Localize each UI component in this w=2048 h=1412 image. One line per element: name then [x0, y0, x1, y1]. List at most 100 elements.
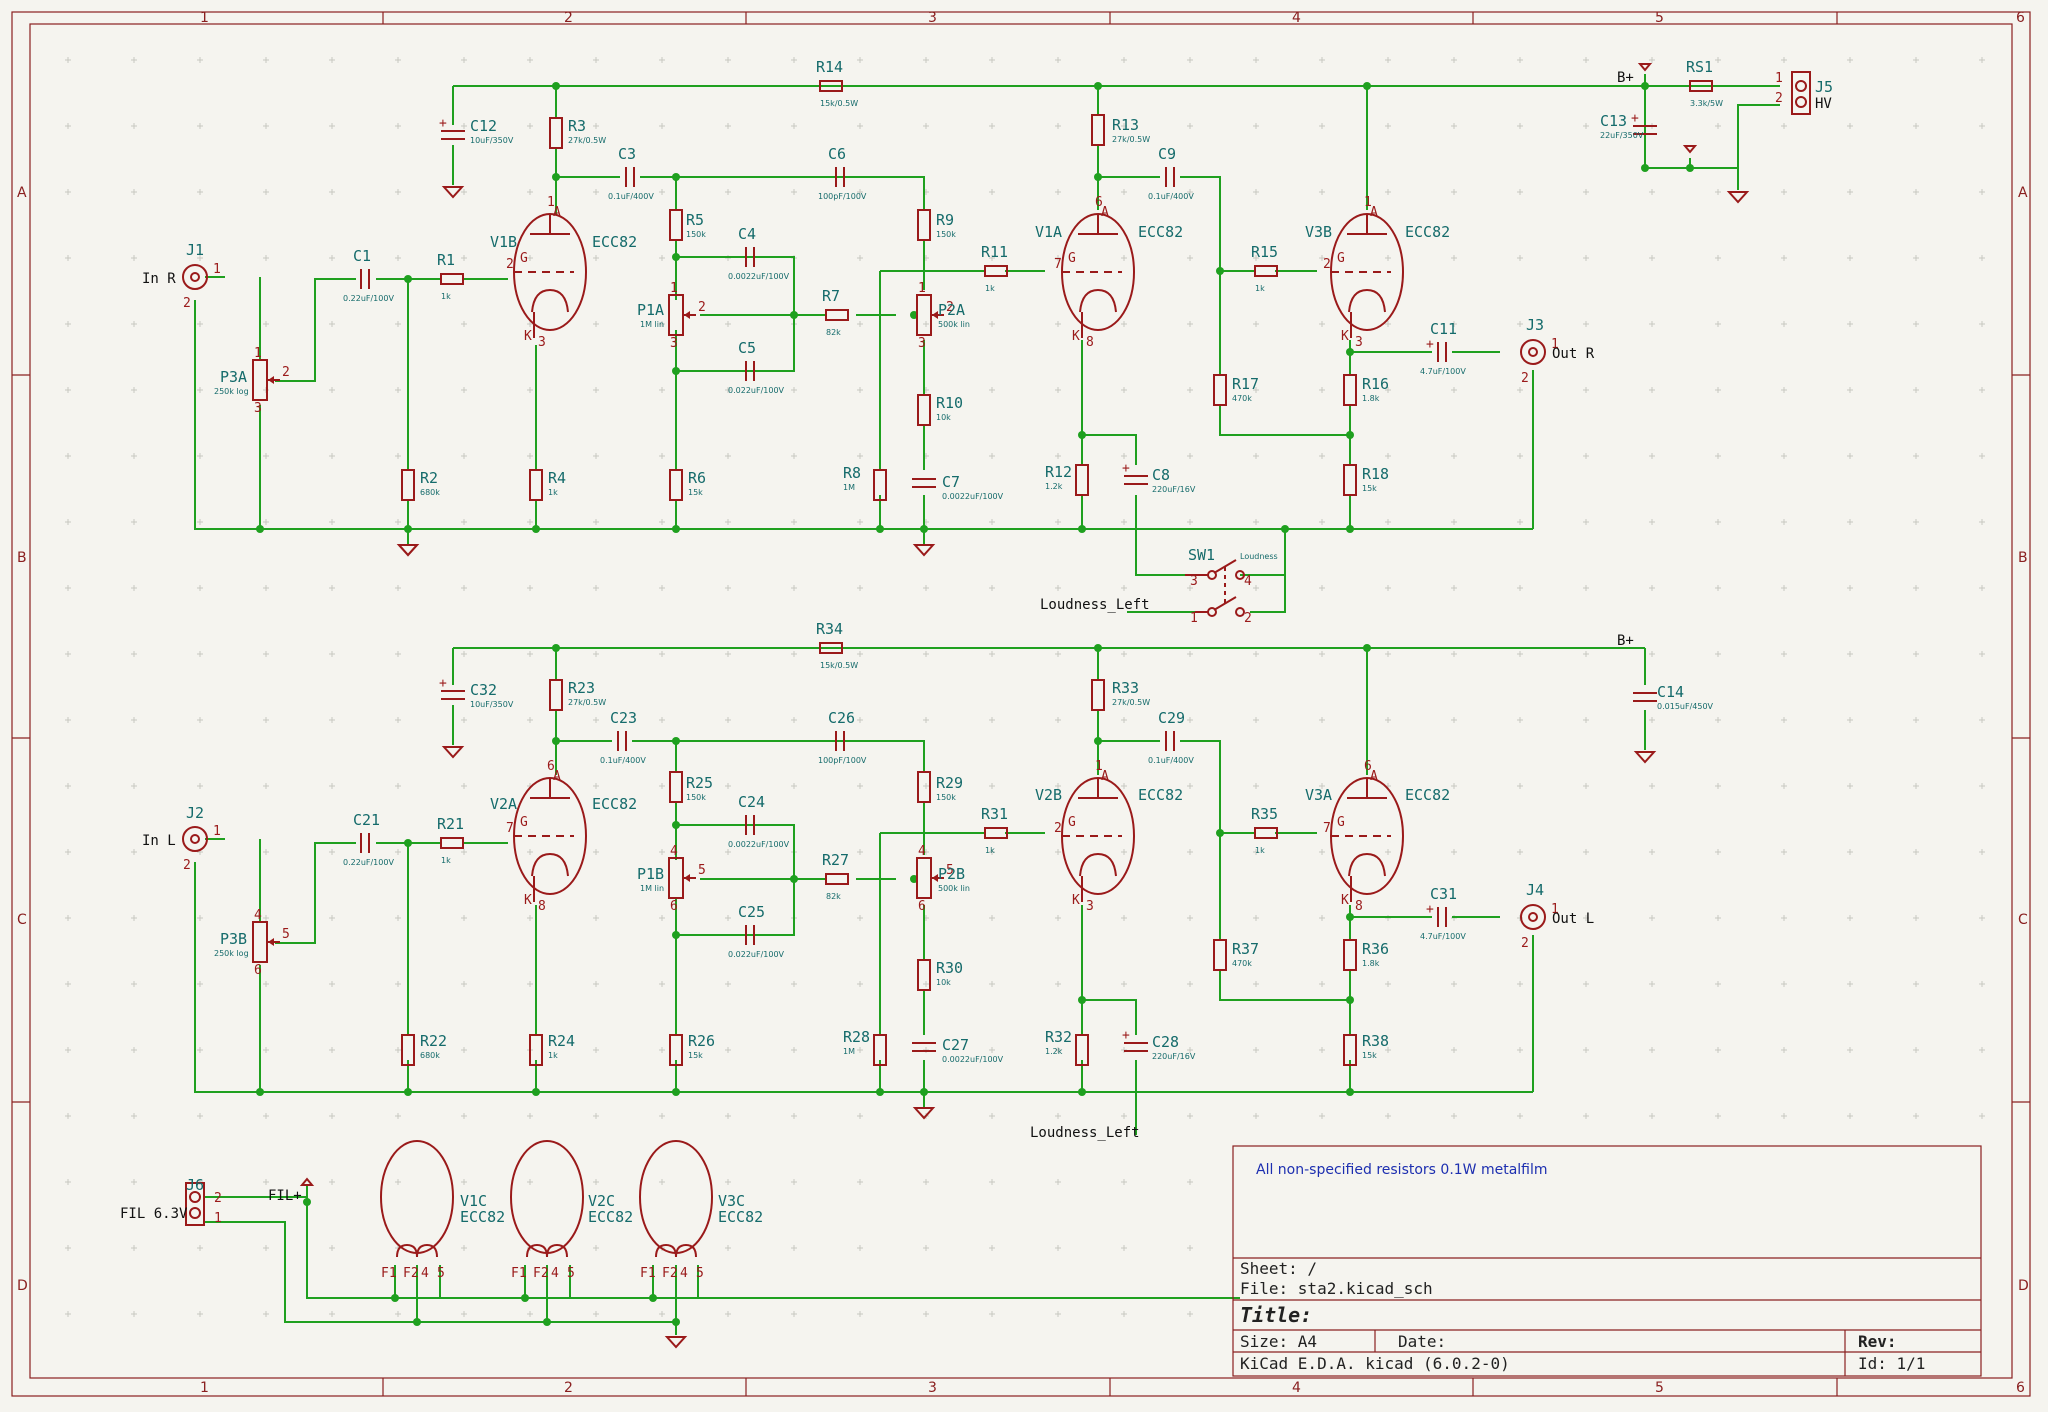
ref-r3: R3 — [568, 117, 586, 135]
value-r9: 150k — [936, 230, 956, 239]
power-flag — [299, 1177, 315, 1186]
ref-r38: R38 — [1362, 1032, 1389, 1050]
col-label-4b: 4 — [1292, 1380, 1301, 1396]
row-label-b2: B — [2018, 550, 2028, 566]
value-v2c: ECC82 — [588, 1208, 633, 1226]
value-r36: 1.8k — [1362, 959, 1380, 968]
wires — [194, 74, 1780, 1335]
ref-r22: R22 — [420, 1032, 447, 1050]
potentiometer-p3a — [252, 359, 268, 401]
resistor-r24 — [529, 1034, 543, 1066]
tube-cathode — [531, 288, 569, 313]
value-c8: 220uF/16V — [1152, 485, 1196, 494]
ref-r10: R10 — [936, 394, 963, 412]
value-c21: 0.22uF/100V — [343, 858, 394, 867]
ground-symbol — [912, 1107, 936, 1120]
resistor-r22 — [401, 1034, 415, 1066]
resistor-r21 — [440, 837, 464, 849]
ref-r24: R24 — [548, 1032, 575, 1050]
pin-number: G — [1068, 815, 1076, 830]
value-c13: 22uF/350V — [1600, 131, 1644, 140]
tb-date: Date: — [1398, 1332, 1446, 1351]
potentiometer-p1a — [668, 294, 684, 336]
value-v3c: ECC82 — [718, 1208, 763, 1226]
pin-number: A — [1101, 769, 1109, 784]
jack-center — [190, 834, 200, 844]
value-c7: 0.0022uF/100V — [942, 492, 1004, 501]
value-r14: 15k/0.5W — [820, 99, 858, 108]
pin-number: 6 — [547, 759, 555, 774]
ref-v2a: V2A — [490, 795, 517, 813]
jack-center — [1528, 912, 1538, 922]
pin-number: 8 — [538, 899, 546, 914]
ref-r13: R13 — [1112, 116, 1139, 134]
net-label-fil: FIL+ — [268, 1188, 302, 1204]
pin-number: 2 — [506, 257, 514, 272]
ref-p3b: P3B — [220, 930, 247, 948]
row-label-d: D — [17, 1278, 28, 1294]
ref-r34: R34 — [816, 620, 843, 638]
value-c12: 10uF/350V — [470, 136, 514, 145]
pin-number: 1 — [1095, 759, 1103, 774]
pin-number: 5 — [282, 927, 290, 942]
heater-tube-v3c — [639, 1140, 713, 1254]
heater-tube-v1c — [380, 1140, 454, 1254]
ref-p2a: P2A — [938, 301, 965, 319]
heater-filament — [416, 1243, 438, 1258]
value-c31: 4.7uF/100V — [1420, 932, 1466, 941]
resistor-r14 — [819, 80, 843, 92]
ground-symbol — [396, 544, 420, 557]
power-flag — [1637, 63, 1653, 72]
pin-number: 6 — [918, 899, 926, 914]
ref-j1: J1 — [186, 241, 204, 259]
pin-number: F1 — [381, 1266, 397, 1281]
ref-r29: R29 — [936, 774, 963, 792]
ref-v1b: V1B — [490, 233, 517, 251]
value-c6: 100pF/100V — [818, 192, 867, 201]
col-label-6b: 6 — [2016, 1380, 2025, 1396]
row-label-c2: C — [2018, 912, 2028, 928]
ref-rs1: RS1 — [1686, 58, 1713, 76]
ref-c21: C21 — [353, 811, 380, 829]
jack-center — [190, 272, 200, 282]
pin-number: 2 — [1323, 257, 1331, 272]
resistor-r15 — [1254, 265, 1278, 277]
pin-number: 1 — [1364, 195, 1372, 210]
net-label-bplus-top: B+ — [1617, 70, 1634, 86]
jack-j3 — [1520, 339, 1546, 365]
value-c24: 0.0022uF/100V — [728, 840, 790, 849]
pin-number: 7 — [1054, 257, 1062, 272]
value-r28: 1M — [843, 1047, 855, 1056]
sw1-label-loudness: Loudness — [1240, 552, 1278, 561]
resistor-r31 — [984, 827, 1008, 839]
pin-number: G — [520, 815, 528, 830]
ref-j5: J5 — [1815, 78, 1833, 96]
resistor-r25 — [669, 771, 683, 803]
pin-number: 1 — [1551, 337, 1559, 352]
label-j3: Out R — [1552, 346, 1595, 362]
resistor-r26 — [669, 1034, 683, 1066]
ref-c32: C32 — [470, 681, 497, 699]
ref-v3a: V3A — [1305, 786, 1332, 804]
switch-lever — [1213, 559, 1237, 574]
value-r6: 15k — [688, 488, 703, 497]
resistor-r6 — [669, 469, 683, 501]
ref-c25: C25 — [738, 903, 765, 921]
pot-wiper-arrow — [684, 311, 690, 319]
ref-r2: R2 — [420, 469, 438, 487]
row-label-d2: D — [2018, 1278, 2029, 1294]
pin-number: K — [1341, 893, 1349, 908]
terminal-j6 — [185, 1182, 205, 1226]
label-j5: HV — [1815, 96, 1832, 112]
grid — [65, 57, 1985, 1317]
value-c26: 100pF/100V — [818, 756, 867, 765]
value-c23: 0.1uF/400V — [600, 756, 646, 765]
ref-j4: J4 — [1526, 881, 1544, 899]
pin-number: 3 — [1355, 335, 1363, 350]
resistor-r36 — [1343, 939, 1357, 971]
resistor-r28 — [873, 1034, 887, 1066]
value-c9: 0.1uF/400V — [1148, 192, 1194, 201]
resistor-r27 — [825, 873, 849, 885]
value-v1c: ECC82 — [460, 1208, 505, 1226]
label-j6: FIL 6.3V — [120, 1206, 188, 1222]
